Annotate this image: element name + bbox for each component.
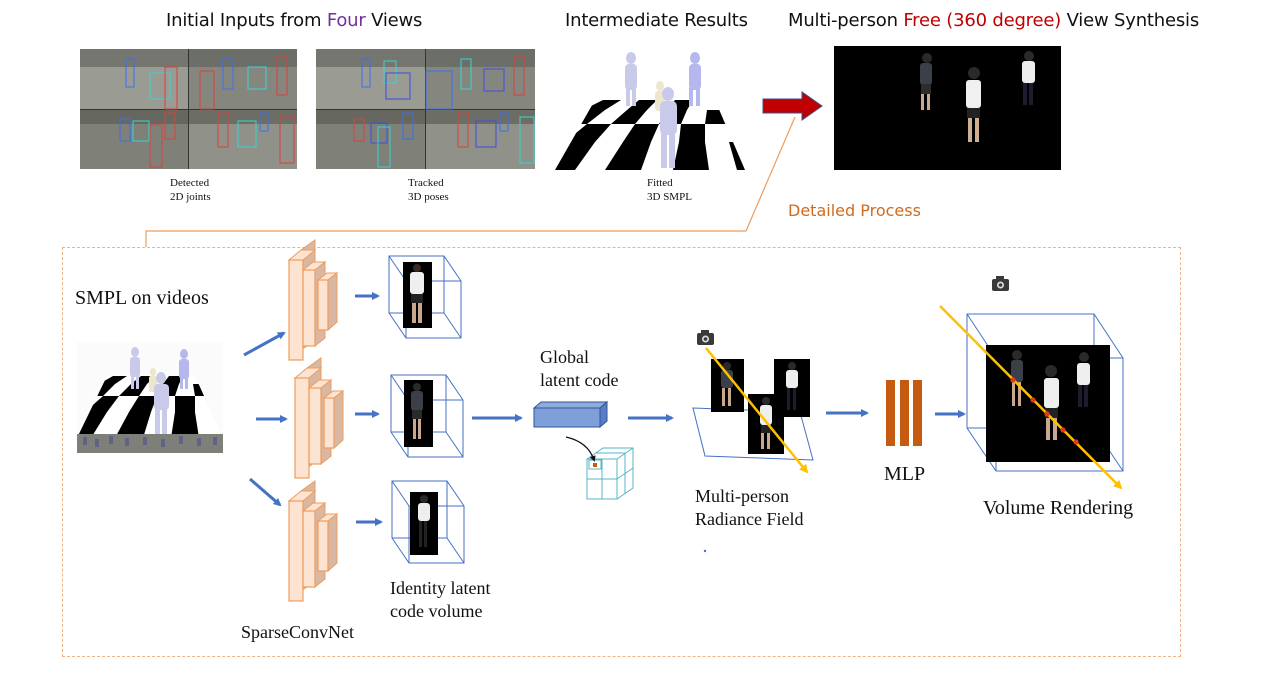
volume-ray xyxy=(939,305,1123,490)
intermediate-title: Intermediate Results xyxy=(565,10,748,31)
arrow-to-conv-top xyxy=(243,331,286,357)
detailed-process-label: Detailed Process xyxy=(788,201,921,220)
global-latent-code-label: Global latent code xyxy=(540,347,619,390)
smpl-video-image xyxy=(77,342,223,453)
sparseconvnet-label: SparseConvNet xyxy=(241,622,354,642)
camera-icon-radiance xyxy=(697,330,714,345)
arrow-to-conv-bottom xyxy=(249,477,282,507)
sparseconv-stack-bottom xyxy=(288,480,338,602)
sparseconv-stack-top xyxy=(288,239,338,361)
sparseconv-stack-mid xyxy=(294,357,344,479)
sample-arrow xyxy=(565,436,596,462)
synthesized-people xyxy=(920,51,1035,142)
voxel-sample-point xyxy=(593,463,597,467)
smpl-checkerboard xyxy=(77,342,223,453)
inputs-title: Initial Inputs from Four Views xyxy=(166,10,423,31)
radiance-ray xyxy=(705,347,809,474)
identity-latent-code-label: Identity latent code volume xyxy=(390,578,491,621)
mlp-block xyxy=(886,380,922,446)
mlp-label: MLP xyxy=(884,463,926,485)
ray-sample-points xyxy=(1010,377,1079,445)
synthesis-title-highlight: Free (360 degree) xyxy=(903,10,1062,31)
synthesis-output-image xyxy=(834,46,1061,170)
synthesis-title: Multi-person Free (360 degree) View Synt… xyxy=(788,10,1200,31)
stray-dot xyxy=(703,549,707,553)
radiance-field-label: Multi-person Radiance Field xyxy=(695,486,804,529)
volume-rendering-label: Volume Rendering xyxy=(983,497,1134,519)
inputs-title-highlight: Four xyxy=(326,10,366,31)
global-latent-code-block xyxy=(532,400,609,429)
detailed-process-box xyxy=(62,247,1181,657)
camera-icon-volume xyxy=(992,276,1009,291)
smpl-on-videos-label: SMPL on videos xyxy=(75,287,209,309)
voxel-grid-icon xyxy=(586,447,634,500)
